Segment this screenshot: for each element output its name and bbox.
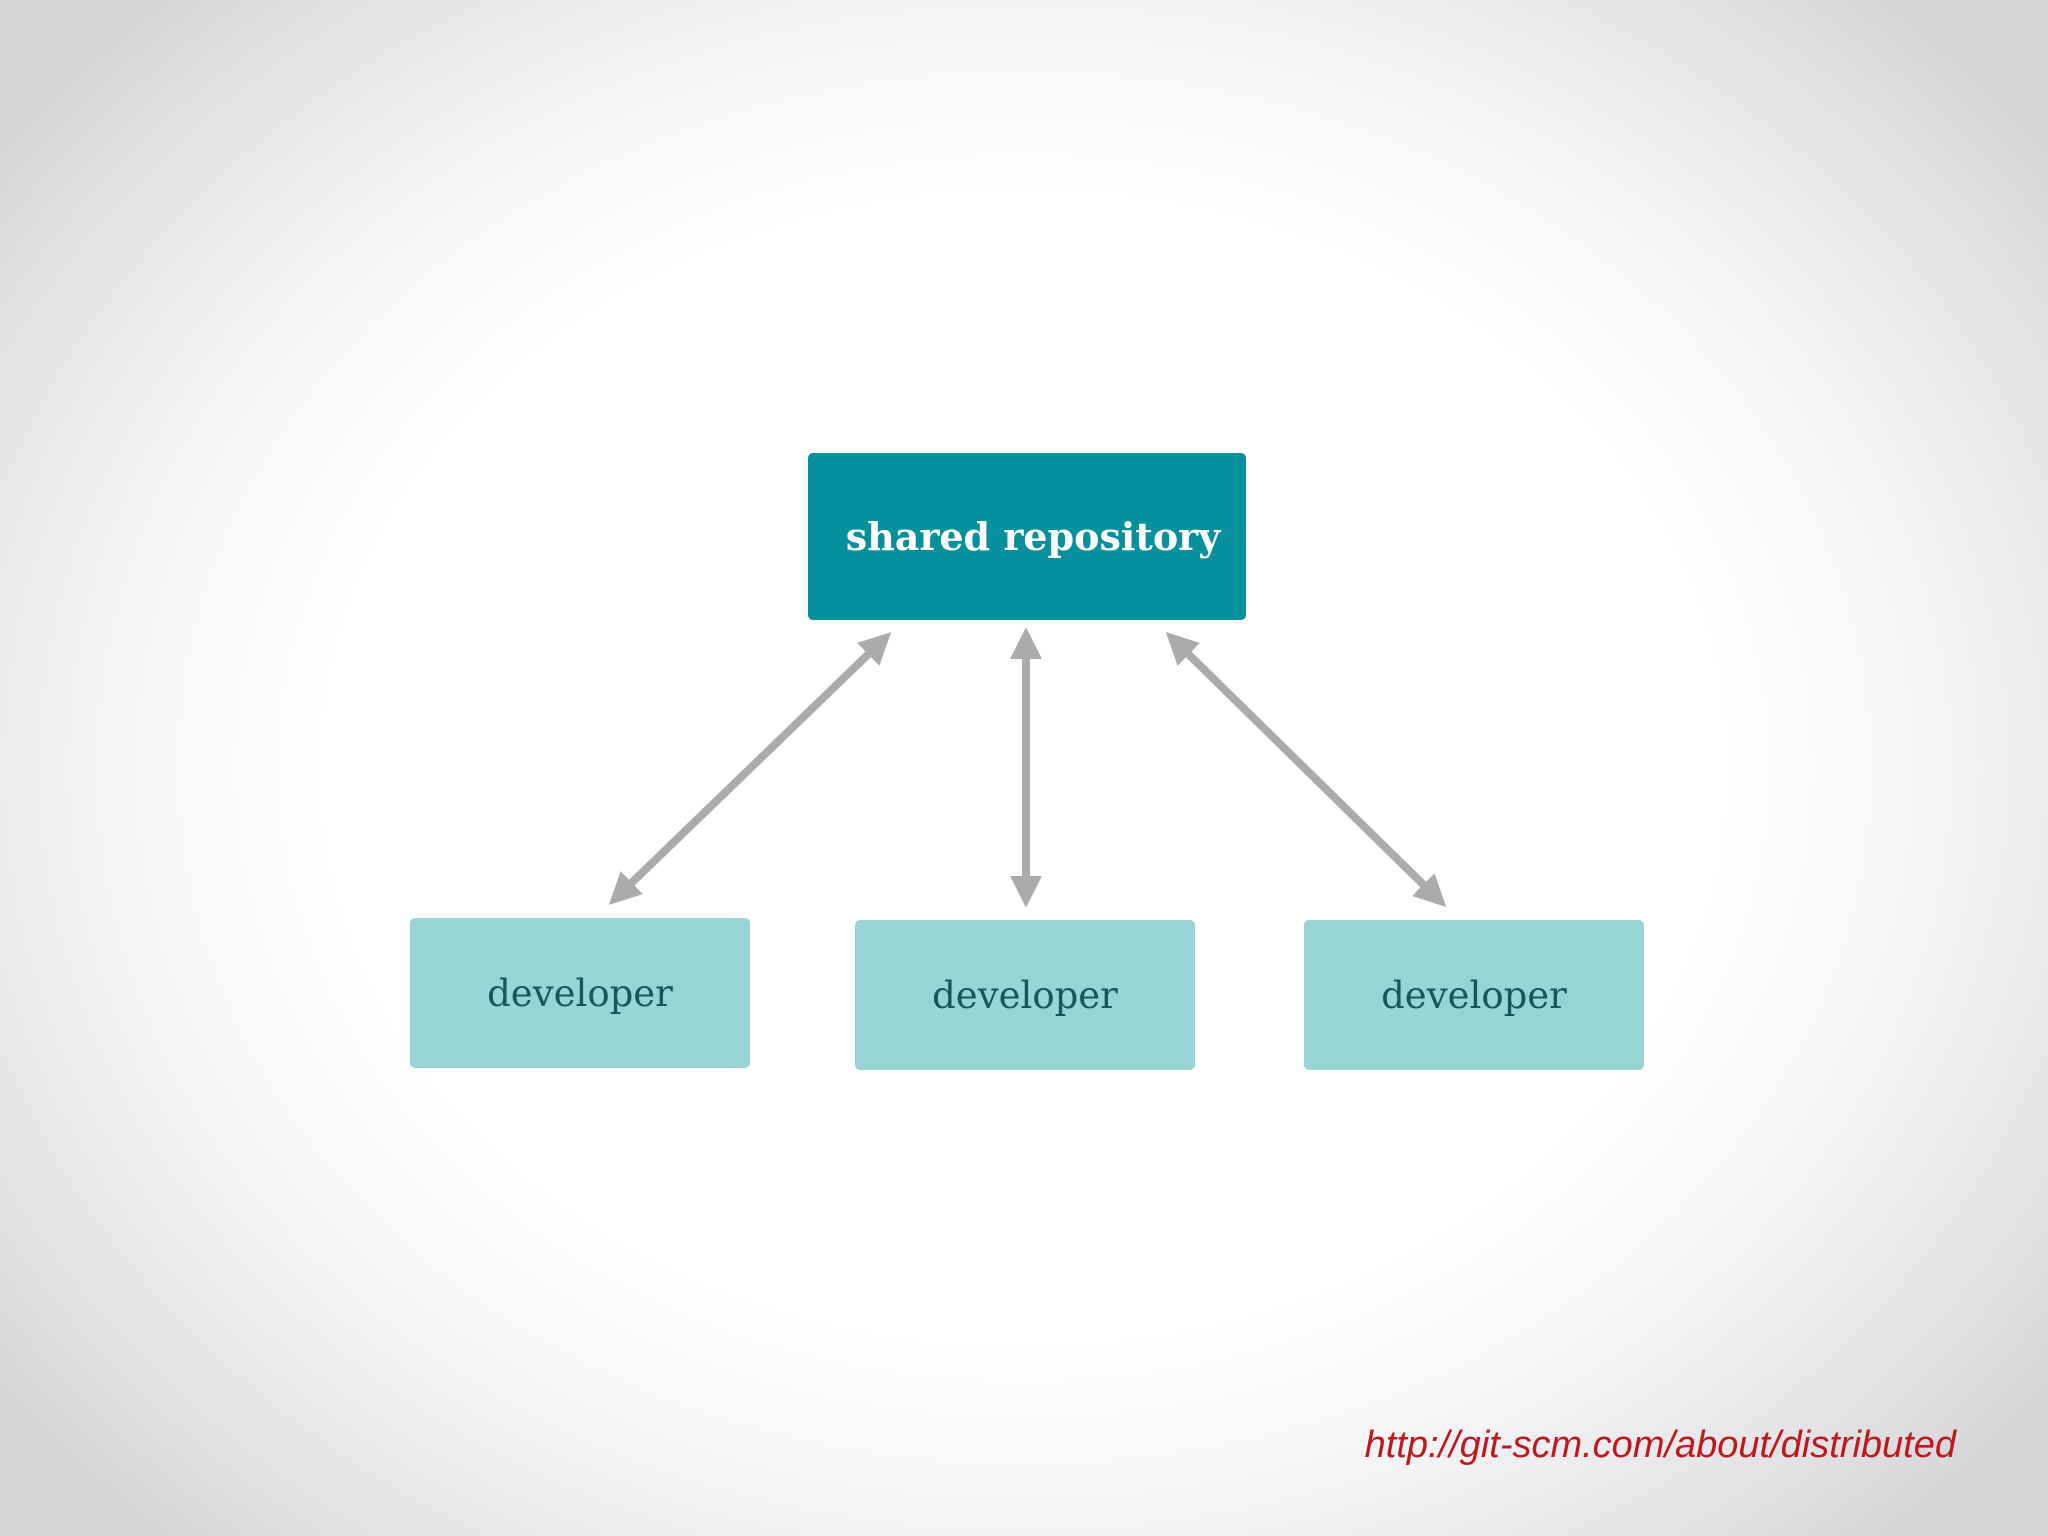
arrow-developer-1-repository	[608, 632, 892, 905]
developer-box-2: developer	[855, 920, 1195, 1070]
developer-label: developer	[932, 973, 1118, 1017]
source-link[interactable]: http://git-scm.com/about/distributed	[1364, 1424, 1956, 1466]
developer-box-1: developer	[410, 918, 750, 1068]
developer-label: developer	[1381, 973, 1567, 1017]
shared-repository-label: shared repository	[845, 514, 1221, 559]
developer-box-3: developer	[1304, 920, 1644, 1070]
developer-label: developer	[487, 971, 673, 1015]
arrow-developer-3-repository	[1165, 632, 1447, 907]
shared-repository-box: shared repository	[808, 453, 1246, 620]
